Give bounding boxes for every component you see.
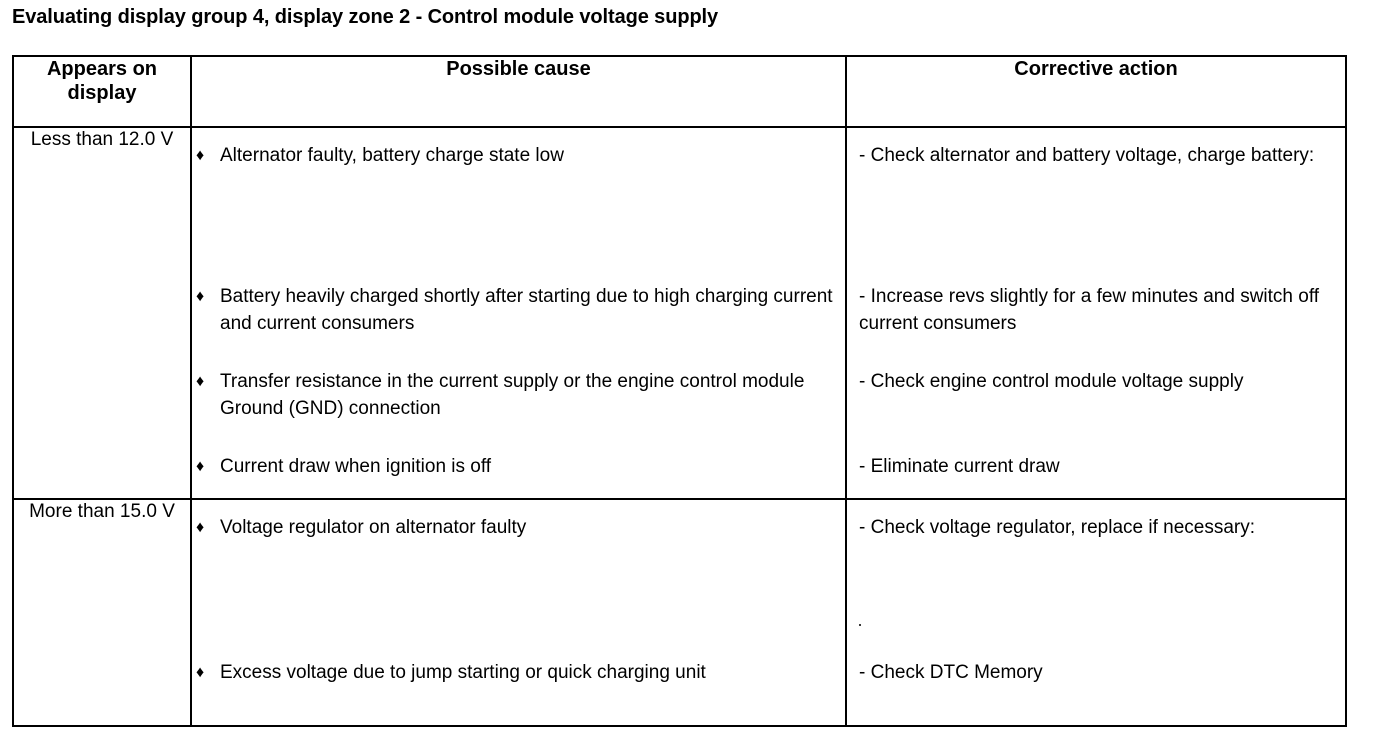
row-corrective-action-cell: - Check alternator and battery voltage, … <box>845 126 1347 500</box>
row-display-value-cell: More than 15.0 V <box>12 498 192 727</box>
cause-list-item: ♦ Excess voltage due to jump starting or… <box>192 659 845 686</box>
cause-list-item: ♦ Current draw when ignition is off <box>192 453 845 480</box>
cause-text: Current draw when ignition is off <box>220 456 492 477</box>
column-header-corrective-action: Corrective action <box>845 55 1347 128</box>
column-header-corrective-action-label: Corrective action <box>1014 58 1178 80</box>
diamond-bullet-icon: ♦ <box>196 288 205 305</box>
diamond-bullet-icon: ♦ <box>196 147 205 164</box>
row-corrective-action-cell: - Check voltage regulator, replace if ne… <box>845 498 1347 727</box>
column-header-possible-cause-label: Possible cause <box>446 58 591 80</box>
table-header-row: Appears on display Possible cause Correc… <box>12 55 1347 128</box>
page-title: Evaluating display group 4, display zone… <box>12 6 719 28</box>
cause-list-item: ♦ Alternator faulty, battery charge stat… <box>192 142 845 169</box>
column-header-possible-cause: Possible cause <box>190 55 847 128</box>
action-list-item: - Check engine control module voltage su… <box>859 371 1244 392</box>
fault-diagnosis-table: Appears on display Possible cause Correc… <box>12 55 1347 727</box>
table-row: Less than 12.0 V ♦ Alternator faulty, ba… <box>12 126 1347 500</box>
cause-list-item: ♦ Transfer resistance in the current sup… <box>192 368 845 422</box>
action-list-item: - Eliminate current draw <box>859 456 1060 477</box>
column-header-appears-on-display: Appears on display <box>12 55 192 128</box>
action-list-item: - Check DTC Memory <box>859 662 1043 683</box>
scan-artifact-dot <box>859 624 861 626</box>
row-display-value: More than 15.0 V <box>29 501 175 522</box>
action-list-item: - Check alternator and battery voltage, … <box>859 145 1315 166</box>
row-display-value-cell: Less than 12.0 V <box>12 126 192 500</box>
diamond-bullet-icon: ♦ <box>196 458 205 475</box>
action-list-item: - Check voltage regulator, replace if ne… <box>859 517 1256 538</box>
cause-text: Excess voltage due to jump starting or q… <box>220 662 706 683</box>
table-row: More than 15.0 V ♦ Voltage regulator on … <box>12 498 1347 727</box>
cause-text: Transfer resistance in the current suppl… <box>220 371 805 419</box>
column-header-appears-on-display-label: Appears on display <box>46 58 158 104</box>
row-possible-cause-cell: ♦ Voltage regulator on alternator faulty… <box>190 498 847 727</box>
cause-text: Alternator faulty, battery charge state … <box>220 145 564 166</box>
diamond-bullet-icon: ♦ <box>196 519 205 536</box>
row-possible-cause-cell: ♦ Alternator faulty, battery charge stat… <box>190 126 847 500</box>
diamond-bullet-icon: ♦ <box>196 664 205 681</box>
action-list-item: - Increase revs slightly for a few minut… <box>859 286 1320 334</box>
cause-list-item: ♦ Battery heavily charged shortly after … <box>192 283 845 337</box>
diamond-bullet-icon: ♦ <box>196 373 205 390</box>
row-display-value: Less than 12.0 V <box>30 129 174 150</box>
cause-text: Battery heavily charged shortly after st… <box>220 286 833 334</box>
cause-list-item: ♦ Voltage regulator on alternator faulty <box>192 514 845 541</box>
cause-text: Voltage regulator on alternator faulty <box>220 517 527 538</box>
